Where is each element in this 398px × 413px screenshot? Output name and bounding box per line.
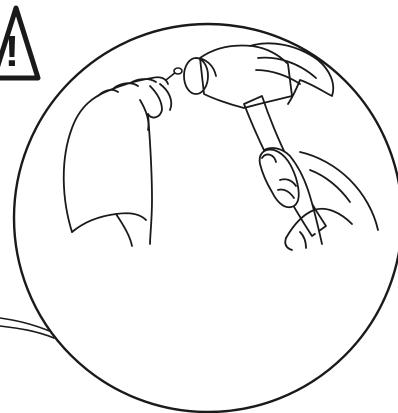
warning-exclamation: !: [5, 27, 20, 76]
warning-triangle-icon: !: [0, 8, 38, 78]
